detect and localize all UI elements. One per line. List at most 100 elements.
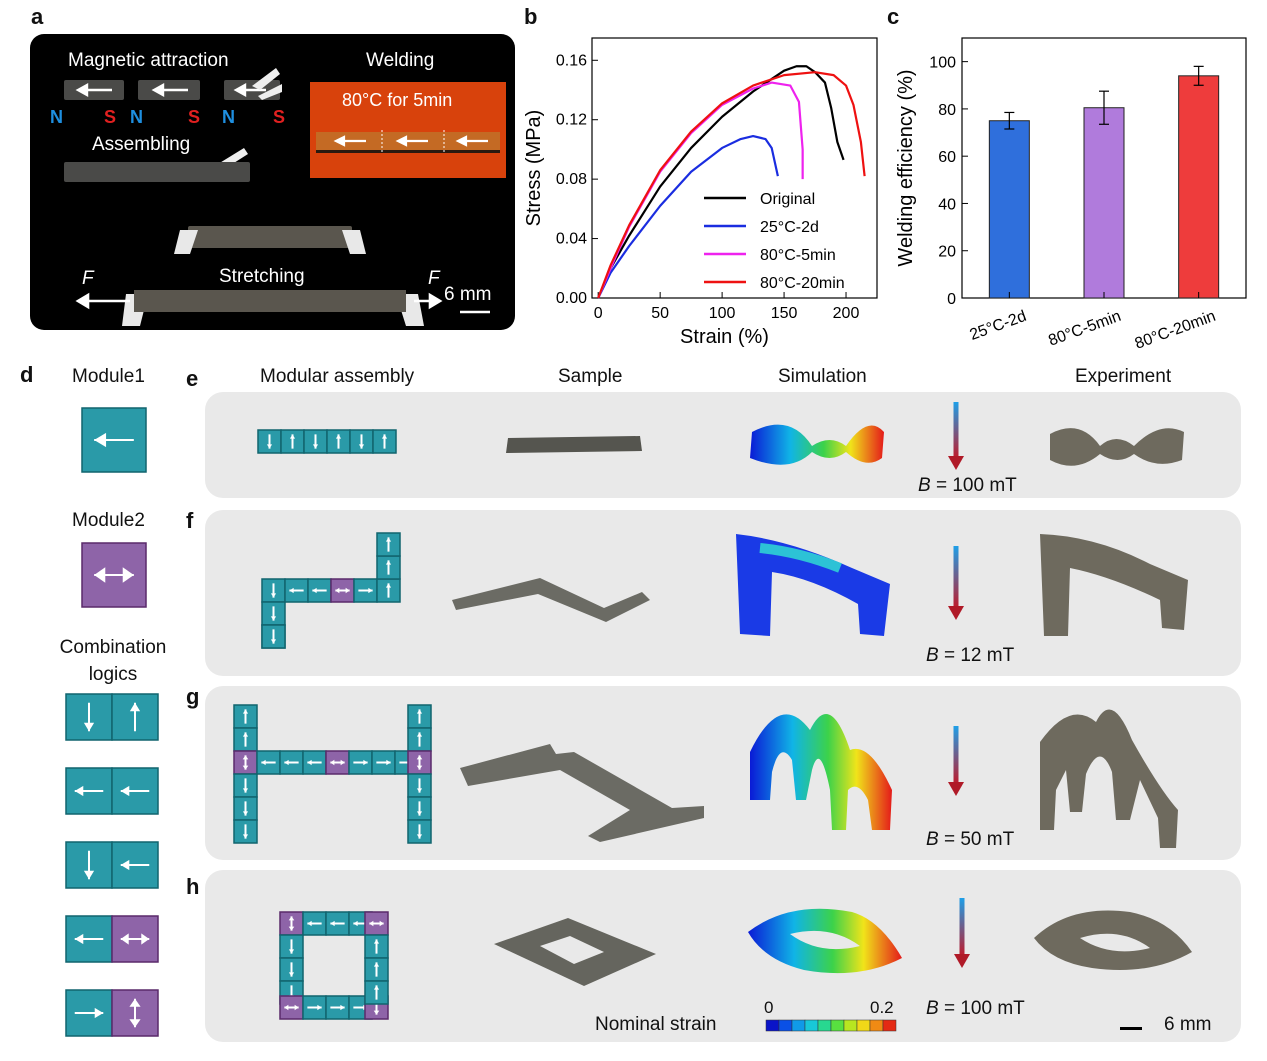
arrowhead (340, 759, 345, 766)
arrowhead (129, 702, 141, 712)
assembled-strip (64, 162, 250, 182)
experiment-g (1040, 709, 1178, 848)
arrowhead (345, 587, 350, 594)
sample-h-hole (540, 936, 604, 964)
arrowhead (363, 759, 368, 766)
legend-label: 80°C-20min (760, 275, 845, 292)
arrowhead (242, 732, 249, 737)
column-title-sample: Sample (558, 366, 623, 387)
column-title-simulation: Simulation (778, 366, 867, 387)
arrowhead (129, 998, 141, 1007)
arrowhead (242, 811, 249, 816)
panel-label-b: b (524, 4, 538, 29)
bar (1083, 107, 1125, 299)
pole-south: S (273, 107, 286, 127)
pole-south: S (188, 107, 201, 127)
colorbar-max: 0.2 (870, 998, 894, 1017)
series-line-0 (597, 65, 845, 299)
arrowhead (373, 962, 380, 967)
arrowhead (385, 537, 392, 542)
panel-label-f: f (186, 508, 194, 533)
pole-north: N (222, 107, 235, 127)
arrowhead (270, 639, 277, 644)
arrowhead (288, 916, 295, 921)
magnetic-attraction-label: Magnetic attraction (68, 50, 229, 71)
pole-north: N (130, 107, 143, 127)
arrowhead (242, 755, 249, 760)
magnetic-field-arrow (953, 726, 959, 784)
colorbar-segment (778, 1019, 793, 1032)
arrowhead (330, 759, 335, 766)
magnetic-field-arrowhead (948, 606, 964, 620)
magnetic-field-arrow (953, 546, 959, 608)
panel-label-a: a (31, 4, 44, 29)
colorbar-segment (804, 1019, 819, 1032)
arrowhead (284, 759, 289, 766)
colorbar-segment (856, 1019, 871, 1032)
colorbar-segment (830, 1019, 845, 1032)
simulation-f (736, 534, 890, 636)
column-title-experiment: Experiment (1075, 366, 1172, 387)
simulation-e (750, 424, 884, 465)
arrowhead (129, 1019, 141, 1028)
arrowhead (74, 933, 84, 945)
arrowhead (381, 434, 388, 439)
magnetic-field-arrowhead (948, 782, 964, 796)
simulation-f-strain (759, 543, 842, 573)
colorbar-segment (869, 1019, 884, 1032)
x-tick-label: 0 (594, 305, 603, 322)
arrowhead (242, 788, 249, 793)
arrowhead (74, 785, 84, 797)
arrowhead (373, 985, 380, 990)
legend-label: Original (760, 191, 815, 208)
arrowhead (270, 593, 277, 598)
arrowhead (120, 933, 129, 945)
welded-strip (316, 132, 500, 153)
x-axis-label: Strain (%) (680, 326, 769, 348)
x-tick-label: 200 (833, 305, 860, 322)
sample-e (506, 436, 642, 453)
y-tick-label: 0.08 (556, 171, 587, 188)
series-line-1 (597, 134, 779, 299)
series-line-3 (597, 71, 866, 299)
arrowhead (294, 1004, 299, 1011)
arrowhead (416, 732, 423, 737)
arrowhead (385, 583, 392, 588)
arrowhead (266, 444, 273, 449)
combination-logics-label: Combination logics (59, 637, 167, 685)
y-tick-label: 20 (938, 244, 956, 261)
welding-photo: 80°C for 5min (310, 82, 506, 178)
arrowhead (335, 434, 342, 439)
arrowhead (307, 920, 312, 927)
x-tick-label: 50 (651, 305, 669, 322)
magnetic-field-arrow (959, 898, 965, 956)
y-axis-label: Stress (MPa) (523, 110, 545, 227)
arrowhead (242, 834, 249, 839)
arrowhead (353, 920, 358, 927)
arrowhead (270, 616, 277, 621)
panel-label-g: g (186, 684, 200, 709)
arrowhead (94, 1007, 104, 1019)
weld-condition: 80°C for 5min (342, 90, 453, 110)
y-tick-label: 60 (938, 149, 956, 166)
force-label-right: F (428, 268, 440, 289)
panel-d-modules (65, 407, 159, 1037)
module2-label: Module2 (72, 510, 145, 531)
arrowhead (288, 926, 295, 931)
arrowhead (330, 920, 335, 927)
experiment-h (1034, 910, 1192, 970)
arrowhead (335, 587, 340, 594)
y-tick-label: 0.16 (556, 52, 587, 69)
scale-bar (1120, 1027, 1142, 1030)
arrowhead (307, 759, 312, 766)
clamped-sample (188, 226, 352, 248)
scale-label-a: 6 mm (444, 284, 492, 305)
arrowhead (416, 834, 423, 839)
pole-south: S (104, 107, 117, 127)
legend-label: 25°C-2d (760, 219, 819, 236)
field-label-e: B = 100 mT (918, 475, 1017, 496)
scale-bar-label: 6 mm (1164, 1014, 1212, 1035)
experiment-e (1050, 428, 1184, 466)
field-label-g: B = 50 mT (926, 829, 1015, 850)
